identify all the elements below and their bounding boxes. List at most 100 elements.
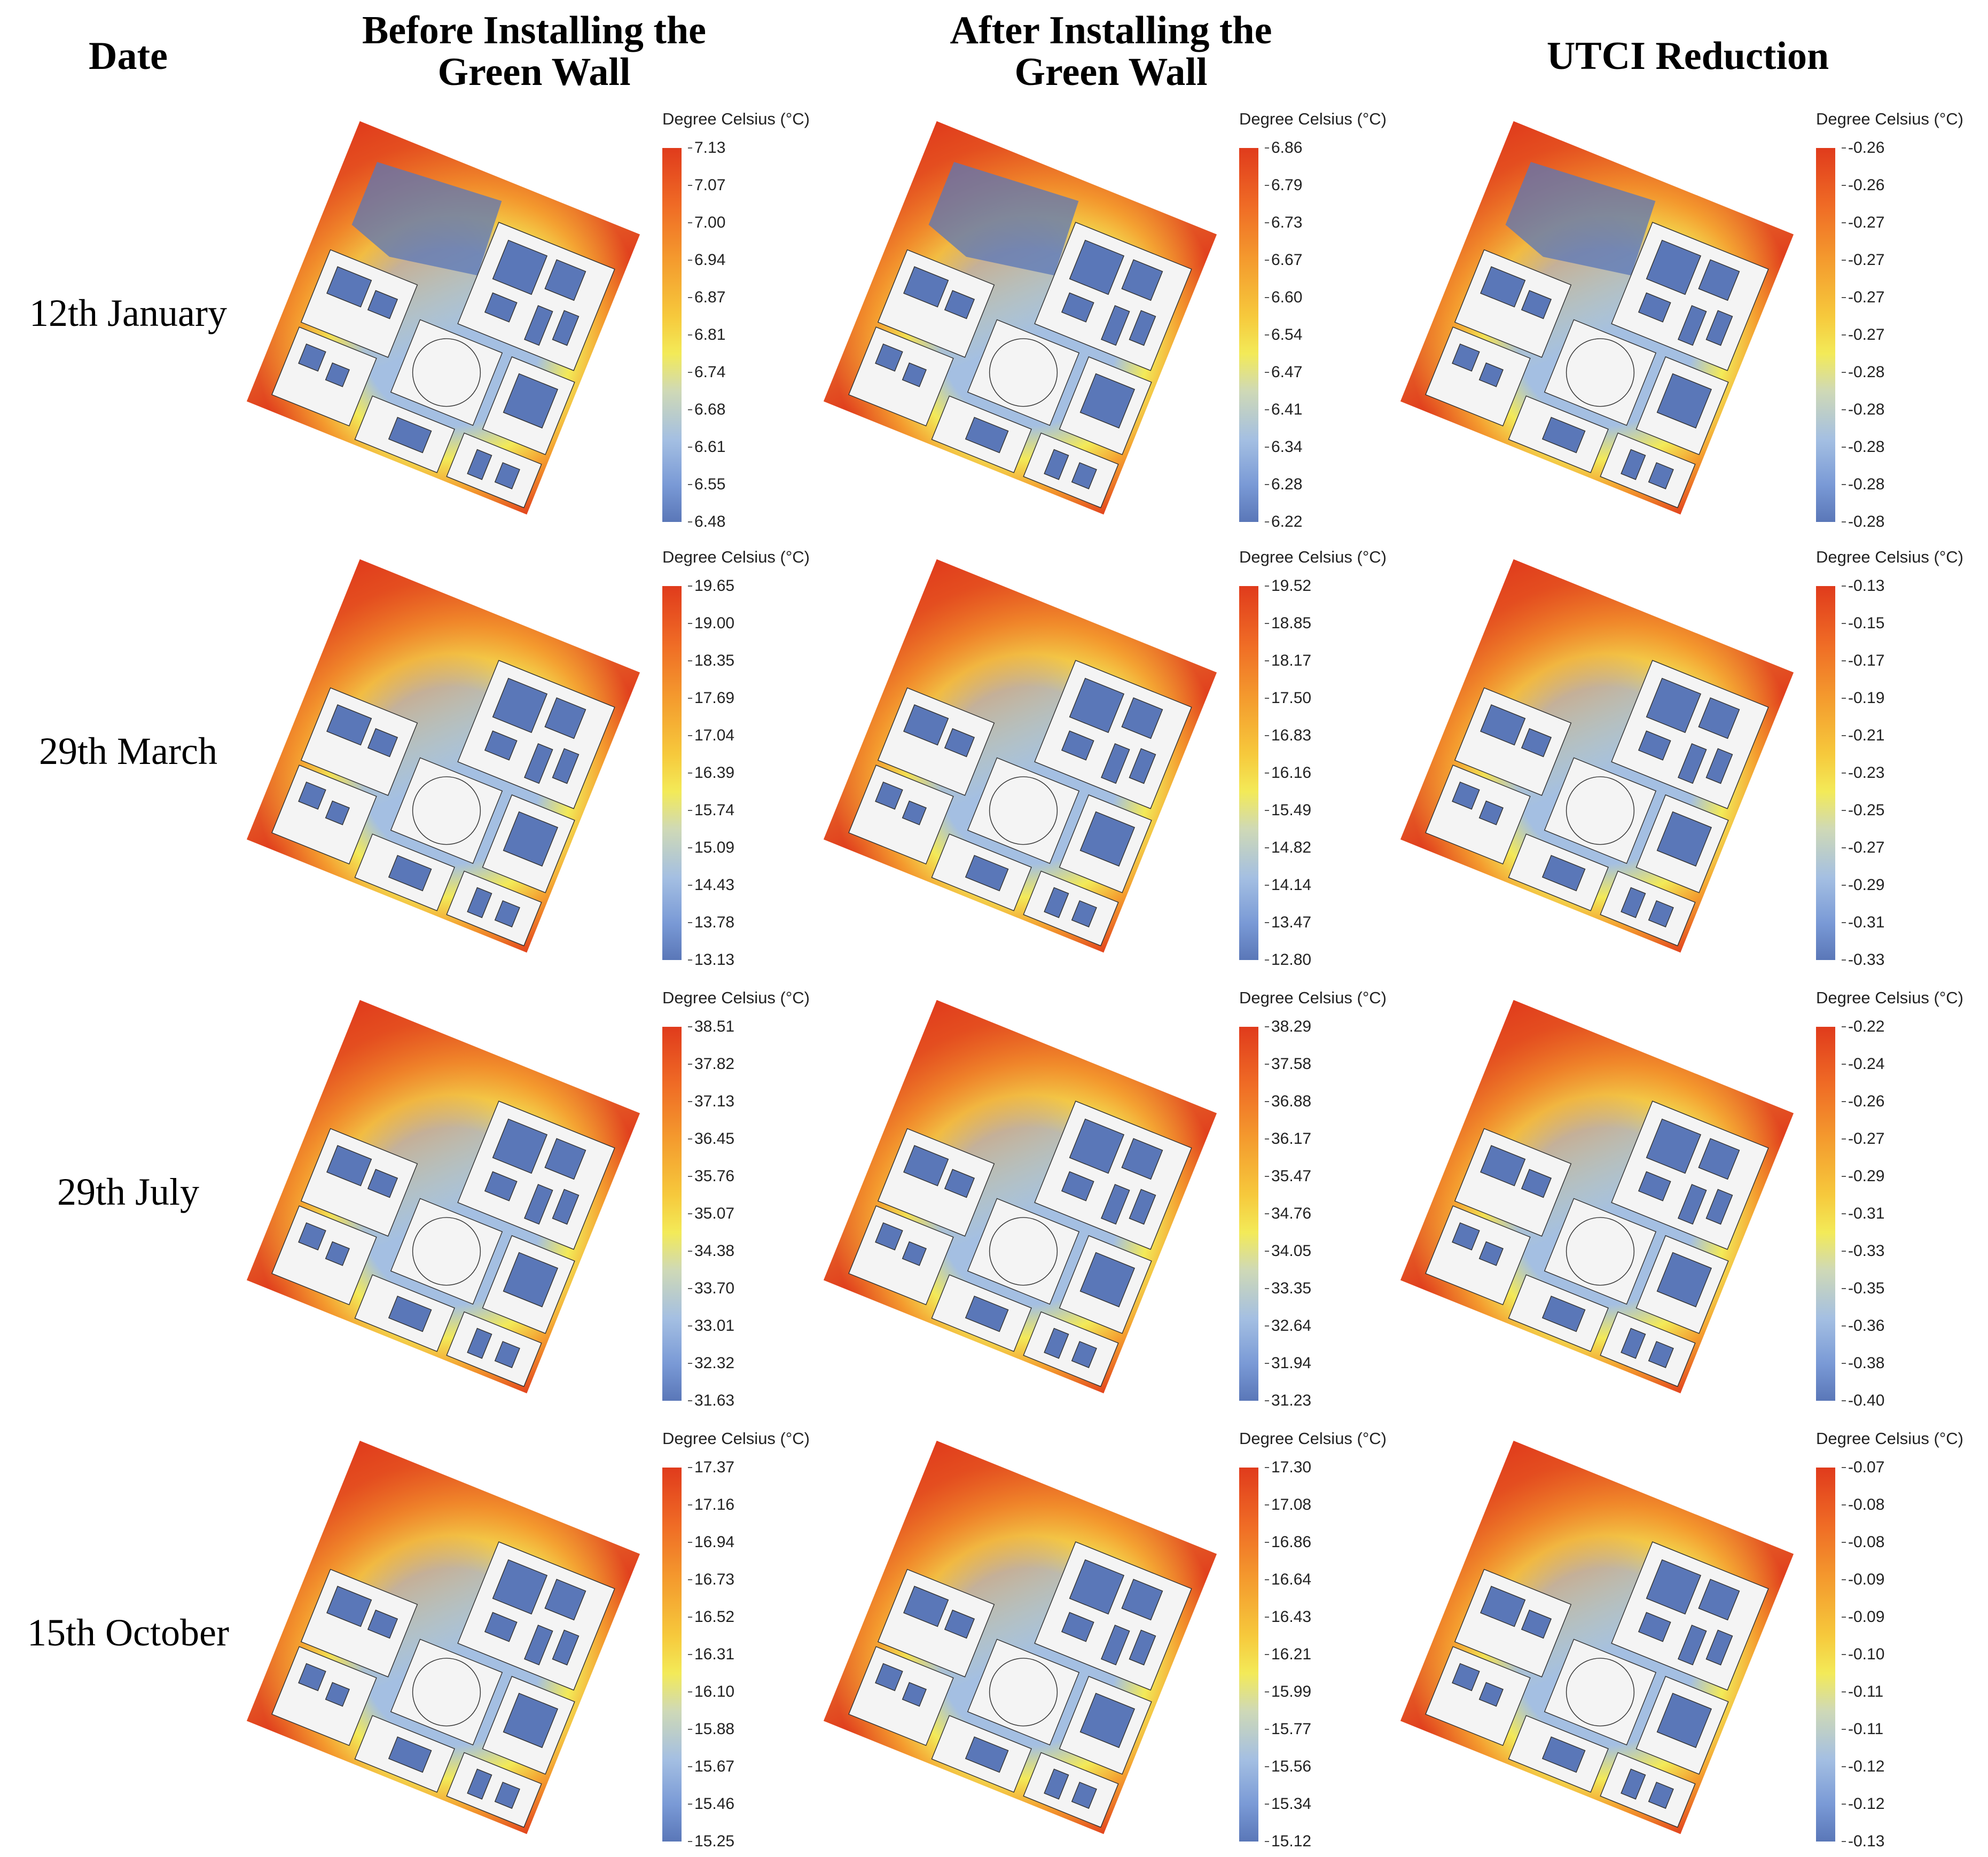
- legend-tick-label: 16.31: [687, 1645, 735, 1663]
- building-footprint: [552, 1629, 580, 1666]
- building-footprint: [503, 373, 559, 429]
- building-footprint: [523, 1625, 553, 1666]
- building-block: [1611, 1541, 1769, 1691]
- legend-tick-label: 13.47: [1264, 914, 1312, 931]
- legend-tick-label: 15.77: [1264, 1720, 1312, 1738]
- legend-tick-label: -0.19: [1841, 689, 1885, 707]
- legend-tick-label: -0.33: [1841, 1242, 1885, 1260]
- building-block: [1034, 222, 1192, 371]
- building-footprint: [484, 1612, 518, 1642]
- legend-tick-label: 33.70: [687, 1279, 735, 1297]
- legend-tick-label: -0.21: [1841, 727, 1885, 744]
- building-footprint: [1621, 449, 1646, 480]
- legend-tick-label: -0.08: [1841, 1533, 1885, 1551]
- building-block: [848, 326, 954, 427]
- building-footprint: [944, 290, 975, 319]
- legend-tick-label: 16.52: [687, 1608, 735, 1626]
- legend-tick-label: -0.07: [1841, 1458, 1885, 1476]
- utci-map-reduction: [1400, 1000, 1794, 1394]
- legend-tick-label: -0.38: [1841, 1354, 1885, 1372]
- legend-tick-label: 6.54: [1264, 326, 1303, 344]
- legend-color-bar: [662, 1027, 682, 1401]
- legend-tick-label: 6.47: [1264, 363, 1303, 381]
- header-after: After Installing the Green Wall: [897, 10, 1325, 93]
- utci-map-before: [246, 121, 640, 515]
- legend-title: Degree Celsius (°C): [1816, 988, 1963, 1007]
- legend-tick-label: 31.94: [1264, 1354, 1312, 1372]
- building-block: [1600, 1752, 1696, 1828]
- building-block: [271, 326, 377, 427]
- building-footprint: [1079, 373, 1136, 429]
- legend-tick-label: 18.17: [1264, 652, 1312, 669]
- legend-title: Degree Celsius (°C): [662, 548, 810, 566]
- building-footprint: [492, 1559, 548, 1615]
- building-footprint: [467, 1328, 492, 1359]
- central-courtyard: [1566, 1658, 1635, 1727]
- building-block: [1600, 432, 1696, 509]
- legend-tick-label: -0.12: [1841, 1795, 1885, 1813]
- legend-tick-label: -0.28: [1841, 401, 1885, 418]
- building-footprint: [552, 748, 580, 784]
- central-courtyard: [989, 776, 1058, 845]
- legend-tick-label: 17.69: [687, 689, 735, 707]
- building-footprint: [367, 290, 398, 319]
- building-footprint: [388, 1736, 432, 1773]
- legend-tick-label: 15.67: [687, 1758, 735, 1775]
- legend-title: Degree Celsius (°C): [1239, 548, 1387, 566]
- building-footprint: [1677, 743, 1707, 784]
- legend-tick-label: 15.12: [1264, 1832, 1312, 1850]
- building-footprint: [1069, 239, 1125, 295]
- legend-tick-label: 6.41: [1264, 401, 1303, 418]
- legend-tick-label: 6.74: [687, 363, 726, 381]
- building-footprint: [503, 1692, 559, 1749]
- building-footprint: [902, 362, 927, 387]
- building-block: [457, 1101, 615, 1250]
- building-footprint: [1698, 1138, 1740, 1180]
- shadow-cold-zone: [928, 162, 1079, 276]
- building-footprint: [902, 1241, 927, 1266]
- legend-tick-label: 34.76: [1264, 1205, 1312, 1222]
- building-footprint: [544, 1579, 586, 1621]
- building-footprint: [1129, 1629, 1156, 1666]
- building-footprint: [1452, 1663, 1480, 1691]
- legend-tick-label: -0.15: [1841, 614, 1885, 632]
- building-block: [1034, 660, 1192, 809]
- utci-map-after: [823, 559, 1217, 953]
- building-footprint: [326, 704, 372, 746]
- building-footprint: [492, 677, 548, 734]
- legend-tick-label: 15.49: [1264, 801, 1312, 819]
- building-footprint: [494, 462, 520, 489]
- legend-tick-label: 36.17: [1264, 1130, 1312, 1148]
- building-block: [1034, 1541, 1192, 1691]
- building-footprint: [1705, 1189, 1733, 1225]
- legend-tick-label: 15.46: [687, 1795, 735, 1813]
- legend-tick-label: 6.73: [1264, 214, 1303, 231]
- building-block: [1034, 1101, 1192, 1250]
- building-footprint: [367, 728, 398, 758]
- legend-tick-label: 37.82: [687, 1055, 735, 1073]
- building-footprint: [1677, 1625, 1707, 1666]
- central-courtyard: [412, 338, 481, 407]
- legend-tick-label: 35.07: [687, 1205, 735, 1222]
- legend-title: Degree Celsius (°C): [1239, 1429, 1387, 1448]
- building-footprint: [903, 266, 949, 308]
- header-before: Before Installing the Green Wall: [320, 10, 748, 93]
- building-footprint: [1069, 1118, 1125, 1174]
- legend-tick-label: 17.37: [687, 1458, 735, 1476]
- legend-tick-label: -0.27: [1841, 214, 1885, 231]
- building-block: [1023, 1752, 1119, 1828]
- legend-tick-label: -0.11: [1841, 1720, 1884, 1738]
- utci-map-after: [823, 121, 1217, 515]
- legend-tick-label: -0.25: [1841, 801, 1885, 819]
- building-footprint: [1079, 1252, 1136, 1308]
- legend-tick-label: -0.31: [1841, 1205, 1885, 1222]
- central-courtyard: [989, 1217, 1058, 1286]
- building-footprint: [1480, 1586, 1526, 1627]
- utci-map-before: [246, 1000, 640, 1394]
- building-block: [848, 1646, 954, 1746]
- shadow-cold-zone: [351, 162, 502, 276]
- building-footprint: [1646, 239, 1702, 295]
- header-after-line1: After Installing the: [950, 9, 1272, 52]
- building-footprint: [467, 887, 492, 918]
- building-footprint: [1521, 290, 1552, 319]
